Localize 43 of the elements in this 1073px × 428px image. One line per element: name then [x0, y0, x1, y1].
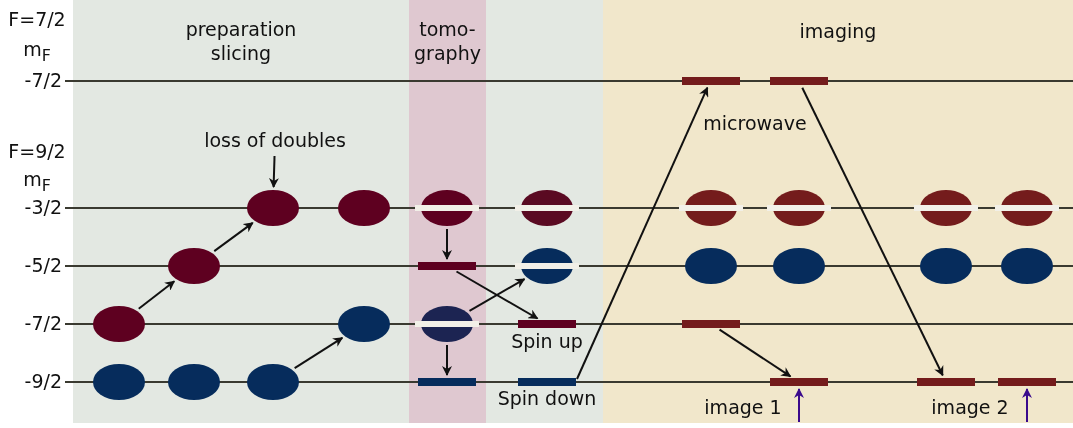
arrow: [442, 228, 452, 260]
level-bar: [418, 378, 476, 386]
level-label: -7/2: [23, 312, 62, 336]
phase-band: [409, 0, 486, 423]
arrow: [1022, 388, 1032, 423]
phase-band: [603, 0, 1073, 423]
arrow: [213, 221, 254, 253]
level-bar: [770, 378, 828, 386]
annotation-text: loss of doubles: [187, 127, 363, 153]
arrow: [455, 270, 539, 320]
level-label: -5/2: [23, 254, 62, 278]
arrow: [576, 86, 709, 380]
level-bar: [770, 77, 828, 85]
band-heading: preparation slicing: [184, 18, 298, 66]
level-bar: [418, 262, 476, 270]
band-heading: tomo- graphy: [413, 18, 482, 66]
annotation-text: image 1: [703, 396, 783, 420]
arrow: [801, 86, 944, 377]
state-label: Spin down: [496, 387, 598, 411]
state-label: Spin up: [510, 330, 584, 354]
phase-band: [486, 0, 603, 423]
arrow: [718, 328, 792, 378]
arrow: [268, 155, 279, 188]
band-heading: imaging: [798, 20, 878, 44]
arrow: [468, 278, 526, 312]
level-label: F=9/2: [7, 140, 67, 164]
level-bar: [682, 77, 740, 85]
level-label: F=7/2: [7, 8, 67, 32]
phase-band: [73, 0, 409, 423]
level-label: -9/2: [23, 370, 62, 394]
level-bar: [917, 378, 975, 386]
level-label: -7/2: [23, 69, 62, 93]
level-bar: [998, 378, 1056, 386]
level-label: -3/2: [23, 196, 62, 220]
level-label: m$_{F}$: [22, 168, 52, 196]
arrow: [794, 388, 804, 423]
arrow: [137, 280, 176, 310]
level-bar: [682, 320, 740, 328]
level-label: m$_{F}$: [22, 38, 52, 66]
arrow: [442, 344, 452, 376]
annotation-text: microwave: [702, 112, 808, 136]
arrow: [293, 336, 344, 370]
annotation-text: image 2: [930, 396, 1010, 420]
